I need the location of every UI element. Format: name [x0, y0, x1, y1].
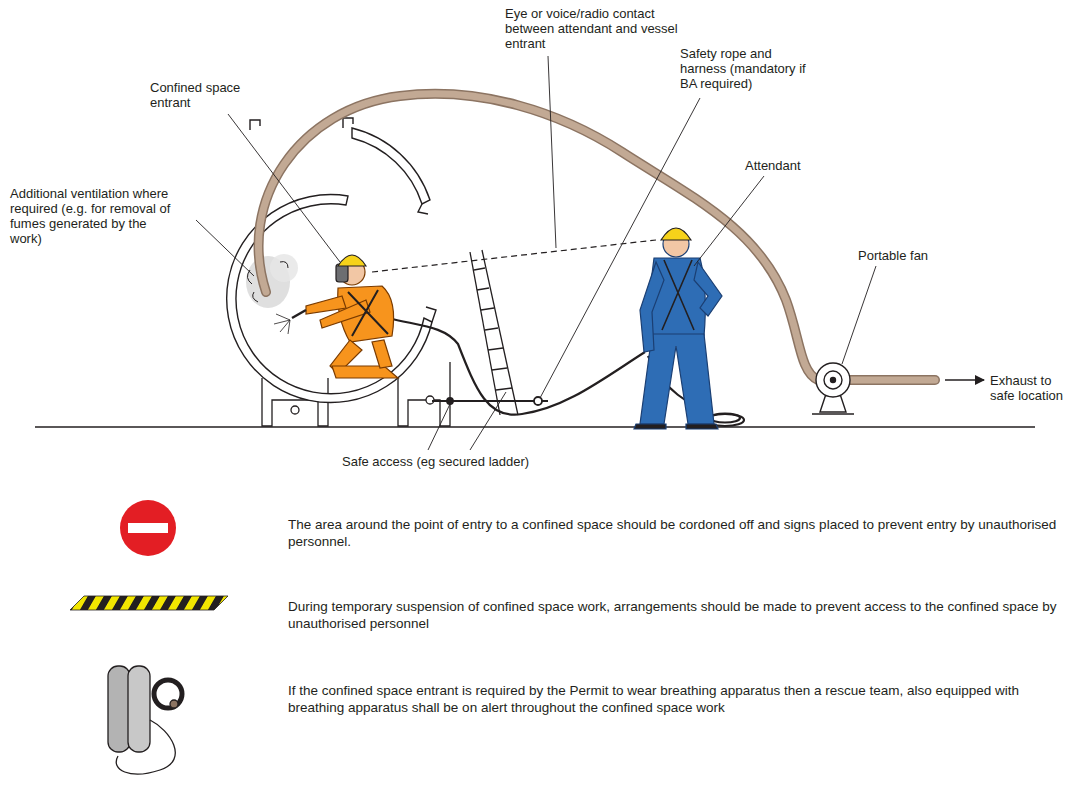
callout-label: Safety rope and harness (mandatory if BA…: [680, 46, 820, 91]
callout-label: Safe access (eg secured ladder): [342, 454, 529, 469]
legend-note: During temporary suspension of confined …: [288, 598, 1073, 632]
callout-label: Portable fan: [858, 248, 928, 263]
ventilation-hose: [259, 94, 935, 380]
contact-line: [372, 240, 656, 272]
leader-line: [196, 56, 876, 450]
legend-note: The area around the point of entry to a …: [288, 516, 1073, 550]
fume-cloud: [246, 254, 298, 308]
exhaust-arrow: [945, 379, 984, 381]
callout-label: Eye or voice/radio contact between atten…: [505, 6, 685, 51]
confined-space-entrant: [274, 255, 398, 378]
barrier-tape: [70, 596, 228, 610]
portable-fan: [812, 363, 854, 414]
ladder: [470, 250, 518, 415]
callout-label: Attendant: [745, 158, 801, 173]
callout-label: Additional ventilation where required (e…: [10, 186, 175, 246]
ground-line: [35, 426, 1035, 428]
legend-note: If the confined space entrant is require…: [288, 682, 1073, 716]
callout-label: Exhaust to safe location: [990, 373, 1078, 403]
callout-label: Confined space entrant: [150, 80, 265, 110]
attendant: [634, 228, 722, 429]
breathing-apparatus: [108, 666, 182, 774]
no-entry-sign: [120, 500, 176, 556]
safety-rope: [388, 318, 744, 426]
